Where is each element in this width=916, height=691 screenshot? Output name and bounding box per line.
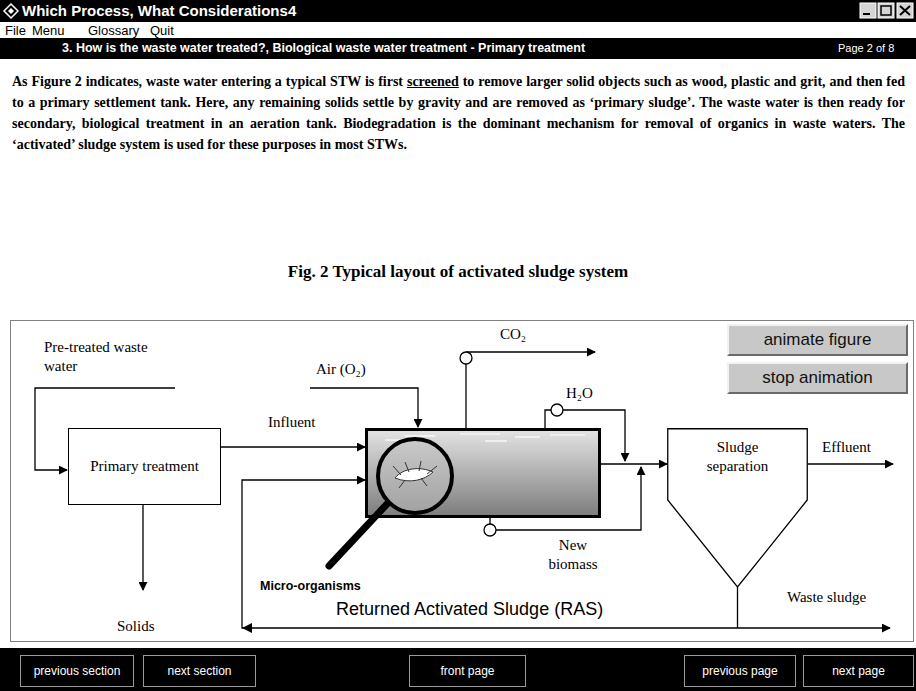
flow-connector <box>601 463 667 464</box>
menu-item: Glossary <box>88 23 139 38</box>
stream-label: H₂O <box>566 384 593 403</box>
air-inflow <box>310 388 418 427</box>
paragraph-text: As Figure 2 indicates, waste water enter… <box>12 74 403 89</box>
nav-button: previous section <box>20 655 134 687</box>
stream-label: CO₂ <box>500 325 526 344</box>
stream-label: Solids <box>117 617 155 636</box>
magnifier-lens <box>378 439 452 513</box>
stream-label: Pre-treated waste water <box>44 338 156 376</box>
settling-tank: Sludge separation <box>667 428 808 588</box>
tank-body <box>367 430 600 517</box>
section-header-bar <box>0 38 916 59</box>
tank-drawing <box>365 428 601 518</box>
connector-label: Returned Activated Sludge (RAS) <box>334 599 605 620</box>
section-header: 3. How is the waste water treated?, Biol… <box>62 41 585 55</box>
hopper-shape <box>668 429 808 587</box>
co2-outflow <box>466 351 595 352</box>
nav-button: next section <box>143 655 256 687</box>
title-bar <box>878 3 894 18</box>
co2-outflow <box>465 364 466 428</box>
stream-label: Air (O₂) <box>316 360 366 379</box>
node-text: Primary treatment <box>90 457 199 476</box>
nav-button: previous page <box>684 655 796 687</box>
water-ripple <box>485 440 507 441</box>
title-bar <box>0 0 916 22</box>
h2o-stream <box>545 410 551 428</box>
node-text: stop animation <box>762 368 873 388</box>
process-box: Primary treatment <box>68 428 221 505</box>
menu-item: Quit <box>150 23 174 38</box>
node-text: Sludge separation <box>667 428 808 476</box>
nav-button: front page <box>409 655 526 687</box>
title-bar <box>881 6 891 15</box>
title-bar <box>900 6 910 15</box>
title-bar <box>863 13 870 15</box>
figure-panel <box>11 321 914 642</box>
water-ripple <box>515 436 540 437</box>
node-text: previous section <box>34 664 121 678</box>
connector-label: Influent <box>268 414 315 431</box>
valve-circle <box>551 404 563 416</box>
node-text: front page <box>440 664 494 678</box>
glossary-link: screened <box>407 74 459 89</box>
node-text: Micro-organisms <box>260 579 361 593</box>
figure-title: Fig. 2 Typical layout of activated sludg… <box>0 262 916 282</box>
effluent-outflow <box>808 463 893 464</box>
title-bar <box>897 3 913 18</box>
page-counter: Page 2 of 8 <box>838 42 894 54</box>
navigation-bar <box>0 648 916 691</box>
water-ripple <box>405 435 435 436</box>
flow-connector <box>221 446 365 447</box>
stream-label: Waste sludge <box>787 588 866 607</box>
figure-button: animate figure <box>727 324 908 356</box>
figure-button: stop animation <box>727 362 908 394</box>
stream-label: Effluent <box>822 438 871 457</box>
water-ripple <box>550 434 585 435</box>
title-bar <box>860 3 876 18</box>
stream-label: New biomass <box>538 536 608 574</box>
waste-sludge-outflow <box>738 627 890 628</box>
water-ripple <box>460 433 500 434</box>
title-bar <box>4 4 18 18</box>
aeration-tank: Micro-organisms <box>365 428 601 518</box>
valve-circle <box>484 524 496 536</box>
magnifier-handle <box>329 504 387 566</box>
menu-item: Menu <box>32 23 65 38</box>
micro-organism <box>393 461 437 488</box>
valve-circle <box>460 352 472 364</box>
node-text: next page <box>832 664 885 678</box>
menu-item: File <box>5 23 26 38</box>
menu-bar <box>0 22 916 38</box>
solids-outflow <box>142 505 143 590</box>
window-title: Which Process, What Considerations4 <box>22 2 296 19</box>
flow-lines <box>35 352 893 633</box>
node-text: previous page <box>702 664 777 678</box>
node-text: animate figure <box>764 330 872 350</box>
body-paragraph: As Figure 2 indicates, waste water enter… <box>12 71 905 155</box>
biomass-stream <box>489 518 490 524</box>
nav-button: next page <box>803 655 914 687</box>
title-bar <box>0 0 916 22</box>
title-bar <box>8 8 14 14</box>
node-text: next section <box>167 664 231 678</box>
